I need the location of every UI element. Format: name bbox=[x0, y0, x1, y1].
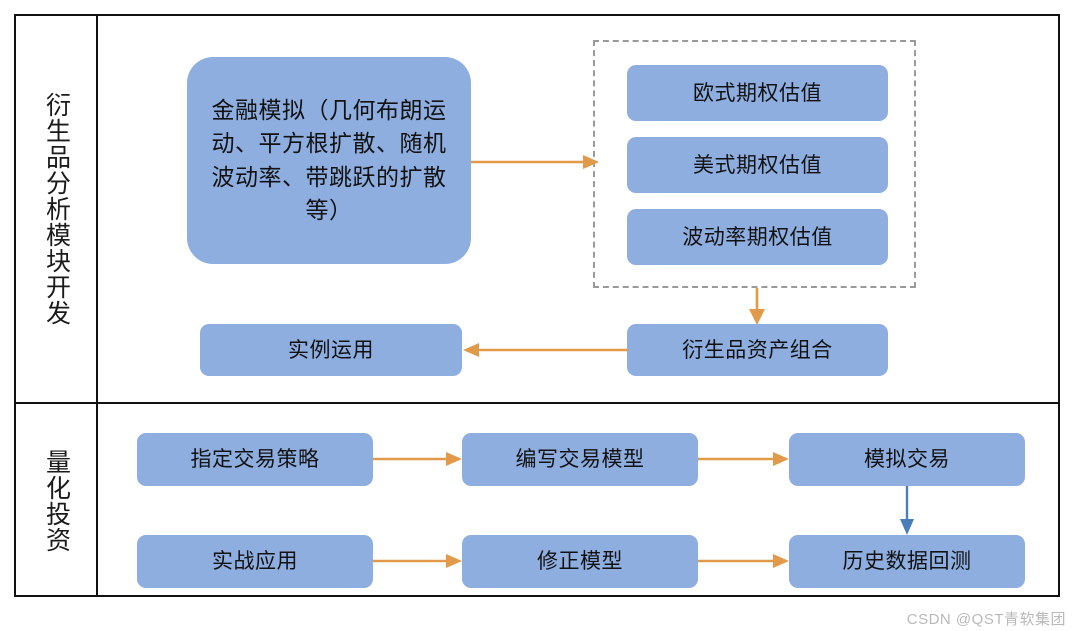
section-label-derivatives: 衍生品分析模块开发 bbox=[16, 16, 96, 402]
section-label-quant: 量化投资 bbox=[16, 404, 96, 597]
node-trading-strategy[interactable]: 指定交易策略 bbox=[137, 433, 373, 486]
node-simulated-trading[interactable]: 模拟交易 bbox=[789, 433, 1025, 486]
node-american-option-valuation[interactable]: 美式期权估值 bbox=[627, 137, 888, 193]
node-practical-application[interactable]: 实战应用 bbox=[137, 535, 373, 588]
section-label-quant-text: 量化投资 bbox=[42, 448, 70, 553]
table-column-divider bbox=[96, 14, 98, 597]
node-volatility-option-valuation[interactable]: 波动率期权估值 bbox=[627, 209, 888, 265]
node-financial-simulation[interactable]: 金融模拟（几何布朗运动、平方根扩散、随机波动率、带跳跃的扩散等） bbox=[187, 57, 471, 264]
table-row-divider bbox=[14, 402, 1060, 404]
node-historical-backtest[interactable]: 历史数据回测 bbox=[789, 535, 1025, 588]
node-european-option-valuation[interactable]: 欧式期权估值 bbox=[627, 65, 888, 121]
csdn-watermark: CSDN @QST青软集团 bbox=[906, 611, 1066, 628]
node-example-application[interactable]: 实例运用 bbox=[200, 324, 462, 376]
node-revise-model[interactable]: 修正模型 bbox=[462, 535, 698, 588]
section-label-derivatives-text: 衍生品分析模块开发 bbox=[42, 92, 70, 326]
node-derivative-portfolio[interactable]: 衍生品资产组合 bbox=[627, 324, 888, 376]
node-write-trading-model[interactable]: 编写交易模型 bbox=[462, 433, 698, 486]
